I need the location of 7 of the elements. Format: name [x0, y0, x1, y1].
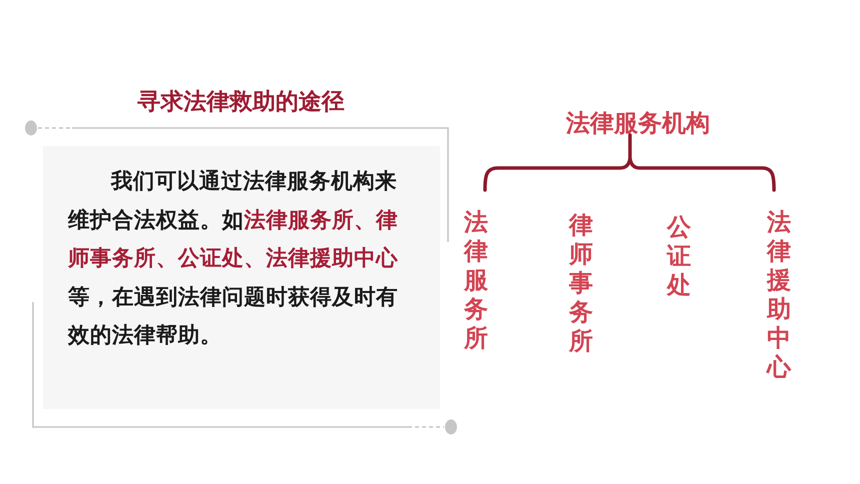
- body-text: 我们可以通过法律服务机构来维护合法权益。如法律服务所、律师事务所、公证处、法律援助中心等，在遇到法律问题时获得及时有效的法律帮助。: [68, 168, 399, 350]
- category-label: 律师事务所: [568, 211, 594, 356]
- category-label: 法律服务所: [464, 208, 488, 353]
- title: 寻求法律救助的途径: [138, 88, 344, 116]
- category-label: 法律援助中心: [766, 208, 792, 382]
- category-label: 公证处: [666, 213, 692, 300]
- group-heading: 法律服务机构: [566, 109, 710, 137]
